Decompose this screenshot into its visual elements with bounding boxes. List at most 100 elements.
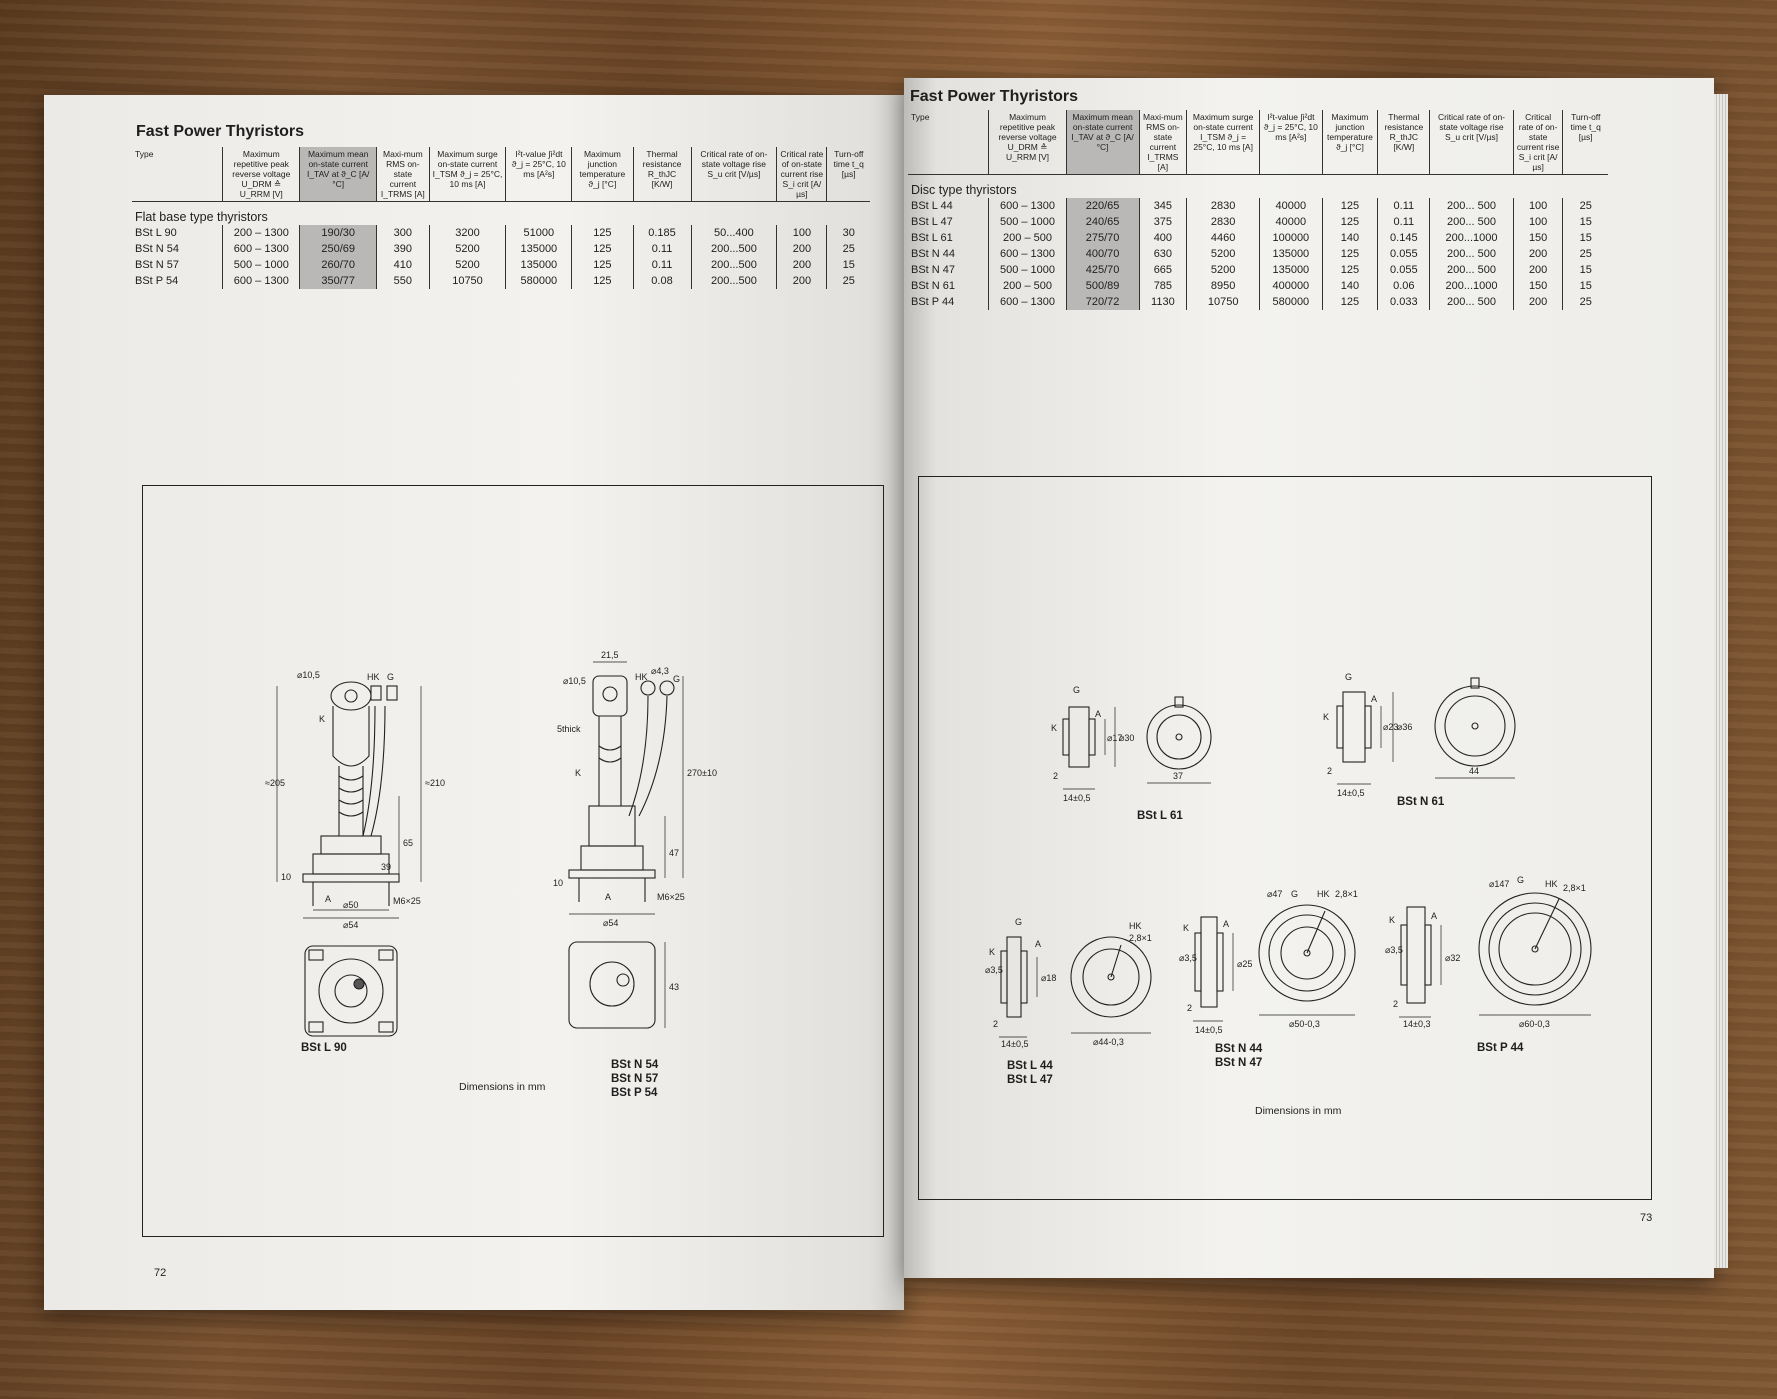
dim-text: K — [319, 714, 325, 724]
disc-side-view — [1068, 706, 1090, 768]
dim-text: 47 — [669, 848, 679, 858]
cell-type: BSt L 61 — [911, 232, 953, 244]
braided-lead — [598, 716, 622, 806]
dim-text: A — [325, 894, 331, 904]
dim-text: ⌀3,5 — [985, 965, 1003, 975]
cell: 125 — [1321, 214, 1378, 230]
col-mean-current: Maximum mean on-state current I_TAV at ϑ… — [1065, 110, 1140, 175]
cell-type: BSt N 57 — [135, 259, 180, 271]
dim-text: ⌀18 — [1041, 973, 1056, 983]
cell: 2830 — [1186, 214, 1260, 230]
cell: 4460 — [1186, 230, 1260, 246]
group-label: Flat base type thyristors — [135, 210, 268, 224]
dim-text: ⌀4,3 — [651, 666, 669, 676]
col-voltage-rise: Critical rate of on-state voltage rise S… — [1429, 110, 1514, 175]
gate-leads — [362, 705, 386, 837]
dim-text: 2,8×1 — [1563, 883, 1586, 893]
disc-anode-face — [1020, 950, 1028, 1004]
cell: 200 – 500 — [988, 230, 1067, 246]
cell-type: BSt N 47 — [911, 264, 956, 276]
cell: 410 — [376, 257, 430, 273]
cell: 260/70 — [299, 257, 377, 273]
disc-side-view — [1200, 916, 1218, 1008]
disc-thyristor-bstn61: G K A ⌀23 ⌀36 2 14±0,5 44 — [1323, 672, 1516, 798]
cell: 345 — [1138, 198, 1187, 214]
label-line: BSt L 47 — [1007, 1074, 1053, 1086]
disc-side-view — [1342, 691, 1366, 763]
cell: 250/69 — [299, 241, 377, 257]
left-group-row: Flat base type thyristors — [132, 202, 870, 226]
dim-text: 10 — [553, 878, 563, 888]
disc-top-inner — [1156, 714, 1202, 760]
disc-top-inner — [1082, 948, 1140, 1006]
dim-text: HK — [1545, 879, 1558, 889]
cell: 720/72 — [1065, 294, 1140, 310]
dim-text: K — [1323, 712, 1329, 722]
dim-text: 2 — [1053, 771, 1058, 781]
disc-anode-face — [1088, 718, 1096, 756]
dim-text: K — [989, 947, 995, 957]
dim-text: HK — [1317, 889, 1330, 899]
housing-lower — [580, 845, 644, 871]
col-current-rise: Critical rate of on-state current rise S… — [1512, 110, 1563, 175]
housing-body — [312, 853, 390, 875]
cell: 135000 — [1259, 262, 1323, 278]
cell: 0.11 — [1377, 198, 1430, 214]
dim-text: G — [1291, 889, 1298, 899]
cell: 5200 — [1186, 262, 1260, 278]
gate-eye-hk — [640, 680, 656, 696]
cell: 200 — [1512, 246, 1563, 262]
label-line: BSt N 44 — [1215, 1043, 1263, 1055]
cell: 0.11 — [1377, 214, 1430, 230]
cell: 150 — [1512, 278, 1563, 294]
cell-type: BSt L 47 — [911, 216, 953, 228]
dim-text: 2 — [1393, 999, 1398, 1009]
dim-text: ⌀32 — [1445, 953, 1460, 963]
dim-text: A — [1095, 709, 1101, 719]
dim-text: 65 — [403, 838, 413, 848]
cell: 580000 — [1259, 294, 1323, 310]
dimensions-note-left: Dimensions in mm — [459, 1081, 546, 1093]
cell: 25 — [826, 241, 870, 257]
dim-text: ⌀3,5 — [1385, 945, 1403, 955]
cell-type: BSt N 61 — [911, 280, 956, 292]
disc-gate-tab — [1174, 696, 1184, 708]
disc-top-outer — [1434, 685, 1516, 767]
cell: 3200 — [428, 225, 506, 241]
disc-top-center — [1471, 722, 1479, 730]
cell: 580000 — [505, 273, 572, 289]
drawing-label-bstl44: BSt L 44 BSt L 47 — [1007, 1059, 1053, 1087]
disc-top-middle — [1268, 914, 1346, 992]
cell-type: BSt L 90 — [135, 227, 177, 239]
drawing-label-bstn61: BSt N 61 — [1397, 796, 1445, 808]
cell: 50...400 — [690, 225, 777, 241]
col-voltage-rise: Critical rate of on-state voltage rise S… — [690, 147, 777, 202]
disc-gate-tab — [1470, 677, 1480, 689]
dim-text: 2,8×1 — [1129, 933, 1152, 943]
cell: 30 — [826, 225, 870, 241]
dim-text: M6×25 — [657, 892, 685, 902]
cell: 600 – 1300 — [222, 241, 300, 257]
cell: 100 — [1512, 198, 1563, 214]
cell: 140 — [1321, 278, 1378, 294]
dim-text: 2,8×1 — [1335, 889, 1358, 899]
right-drawing-frame: G K A ⌀17 ⌀30 2 14±0,5 37 BSt L 61 G K A — [918, 476, 1652, 1200]
cell: 15 — [1562, 278, 1608, 294]
cell: 300 — [376, 225, 430, 241]
disc-anode-face — [1364, 705, 1372, 749]
col-thermal-resistance: Thermal resistance R_thJC [K/W] — [632, 147, 691, 202]
cell: 0.055 — [1377, 262, 1430, 278]
cell: 125 — [1321, 246, 1378, 262]
cell: 0.033 — [1377, 294, 1430, 310]
cell: 630 — [1138, 246, 1187, 262]
cell: 100 — [1512, 214, 1563, 230]
disc-top-outer — [1478, 892, 1592, 1006]
cell-type: BSt P 44 — [911, 296, 955, 308]
cell: 125 — [571, 241, 634, 257]
dim-text: ⌀54 — [343, 920, 358, 930]
